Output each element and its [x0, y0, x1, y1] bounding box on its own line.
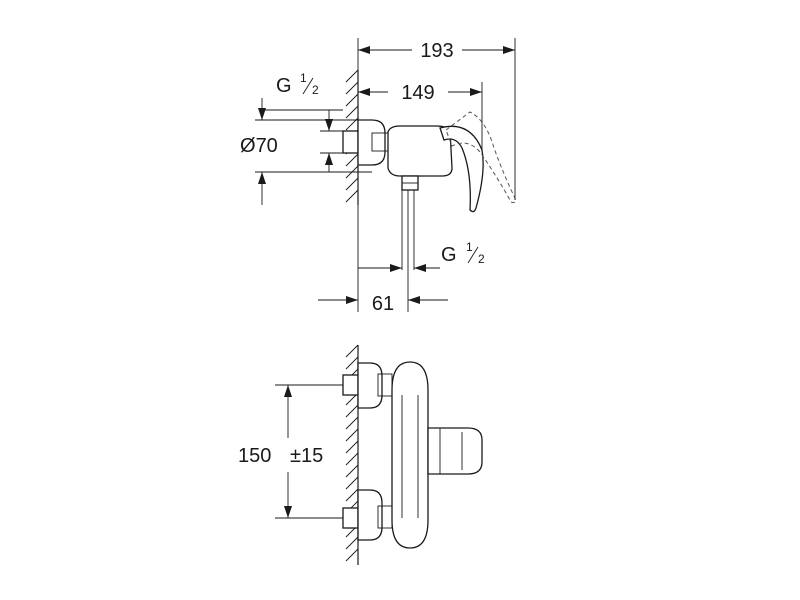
dim-label-149: 149	[401, 82, 434, 104]
dim-label-tolerance: ±15	[290, 445, 323, 467]
rosette	[357, 119, 386, 166]
dim-label-diameter: Ø70	[240, 135, 278, 157]
lower-rosette	[357, 489, 383, 541]
dim-label-outlet-thread-den: 2	[478, 252, 485, 266]
upper-rosette	[357, 362, 383, 409]
dim-label-outlet-thread: G	[441, 244, 457, 266]
dim-label-inlet-thread-den: 2	[312, 83, 319, 97]
dim-label-inlet-thread-num: 1	[300, 71, 307, 85]
dim-label-61: 61	[372, 293, 394, 315]
mixer-body	[387, 125, 453, 177]
cartridge-housing	[427, 427, 483, 475]
dim-label-outlet-thread-num: 1	[466, 240, 473, 254]
mixer-body-front	[391, 361, 429, 549]
lever-handle	[439, 125, 484, 213]
wall-hatch-top	[345, 69, 359, 203]
lower-inlet-stub	[342, 507, 359, 529]
dim-label-150: 150	[238, 445, 271, 467]
lever-open-position	[445, 111, 516, 203]
dim-label-193: 193	[420, 40, 453, 62]
bottom-view: 150 ±15	[238, 344, 483, 565]
inlet-stub	[342, 130, 359, 154]
top-view: 193 149 G 1 2 Ø70	[240, 38, 516, 315]
dim-label-inlet-thread: G	[276, 75, 292, 97]
upper-inlet-stub	[342, 374, 359, 396]
